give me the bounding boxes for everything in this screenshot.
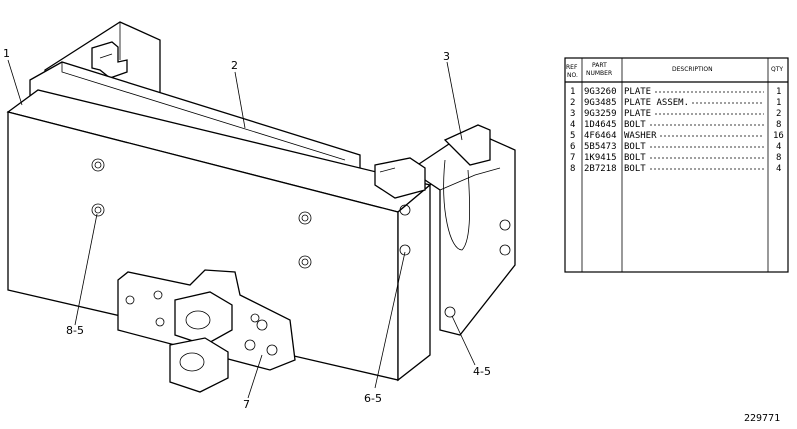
table-row: 2 9G3485 PLATE ASSEM. 1 xyxy=(570,98,781,108)
figure-number: 229771 xyxy=(744,413,780,424)
row-3-ref: 3 xyxy=(570,109,575,119)
row-1-desc: PLATE xyxy=(624,87,651,97)
row-7-ref: 7 xyxy=(570,153,575,163)
row-4-qty: 8 xyxy=(776,120,781,130)
mounting-plate-assembly xyxy=(6,21,516,393)
row-6-qty: 4 xyxy=(776,142,781,152)
header-part-line2: NUMBER xyxy=(586,70,612,77)
row-2-ref: 2 xyxy=(570,98,575,108)
row-4-desc: BOLT xyxy=(624,120,646,130)
callout-1: 1 xyxy=(3,47,10,60)
row-7-qty: 8 xyxy=(776,153,781,163)
row-5-qty: 16 xyxy=(773,131,784,141)
row-6-ref: 6 xyxy=(570,142,575,152)
row-5-ref: 5 xyxy=(570,131,575,141)
table-row: 3 9G3259 PLATE 2 xyxy=(570,109,781,119)
row-4-ref: 4 xyxy=(570,120,575,130)
table-row: 4 1D4645 BOLT 8 xyxy=(570,120,781,130)
table-row: 5 4F6464 WASHER 16 xyxy=(570,131,784,141)
front-plate-bolt-holes xyxy=(91,158,312,269)
row-8-ref: 8 xyxy=(570,164,575,174)
row-3-part: 9G3259 xyxy=(584,109,617,119)
row-2-qty: 1 xyxy=(776,98,781,108)
callout-7: 7 xyxy=(243,398,250,411)
callout-leaders xyxy=(7,59,476,399)
row-4-part: 1D4645 xyxy=(584,120,617,130)
table-row: 7 1K9415 BOLT 8 xyxy=(570,153,781,163)
callout-6-5: 6-5 xyxy=(364,392,382,405)
header-description: DESCRIPTION xyxy=(672,66,713,73)
bolt-group-7 xyxy=(125,290,278,356)
row-8-qty: 4 xyxy=(776,164,781,174)
header-qty: QTY xyxy=(771,66,783,73)
hitch-clevis xyxy=(169,291,233,393)
callout-2: 2 xyxy=(231,59,238,72)
row-1-part: 9G3260 xyxy=(584,87,617,97)
row-2-desc: PLATE ASSEM. xyxy=(624,98,689,108)
row-8-part: 2B7218 xyxy=(584,164,617,174)
header-ref-line1: REF xyxy=(566,64,578,71)
row-1-qty: 1 xyxy=(776,87,781,97)
callout-8-5: 8-5 xyxy=(66,324,84,337)
row-5-desc: WASHER xyxy=(624,131,657,141)
header-part-line1: PART xyxy=(592,62,607,69)
row-6-part: 5B5473 xyxy=(584,142,617,152)
row-5-part: 4F6464 xyxy=(584,131,617,141)
row-3-qty: 2 xyxy=(776,109,781,119)
row-3-desc: PLATE xyxy=(624,109,651,119)
row-7-part: 1K9415 xyxy=(584,153,617,163)
header-ref-line2: NO. xyxy=(567,72,578,79)
row-2-part: 9G3485 xyxy=(584,98,617,108)
callout-3: 3 xyxy=(443,50,450,63)
parts-table: REF NO. PART NUMBER DESCRIPTION QTY 1 9G… xyxy=(564,57,789,273)
callout-4-5: 4-5 xyxy=(473,365,491,378)
row-8-desc: BOLT xyxy=(624,164,646,174)
table-row: 1 9G3260 PLATE 1 xyxy=(570,87,781,97)
table-row: 8 2B7218 BOLT 4 xyxy=(570,164,781,174)
row-7-desc: BOLT xyxy=(624,153,646,163)
row-6-desc: BOLT xyxy=(624,142,646,152)
table-row: 6 5B5473 BOLT 4 xyxy=(570,142,781,152)
row-1-ref: 1 xyxy=(570,87,575,97)
